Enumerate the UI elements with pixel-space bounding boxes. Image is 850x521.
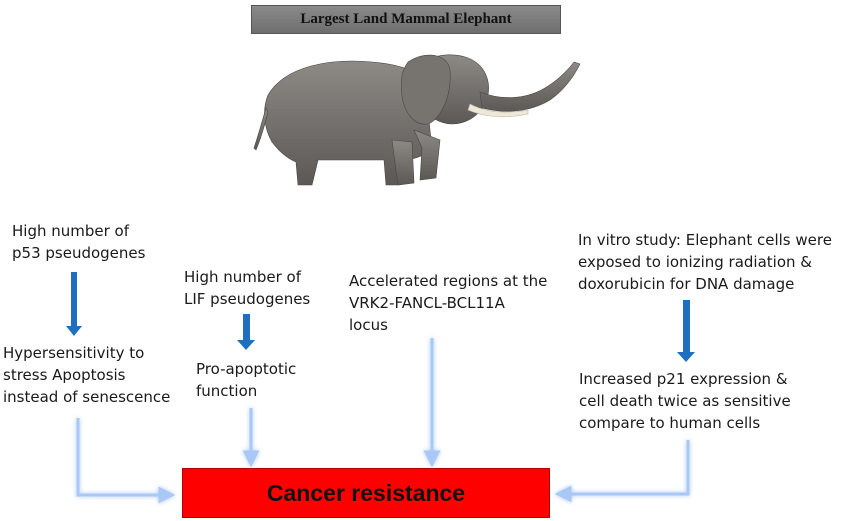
dark-arrows [66,272,695,362]
arrow-p53-to-result [76,418,160,497]
arrowhead-p21 [554,485,572,503]
p53-pseudogenes-label: High number of p53 pseudogenes [12,222,146,262]
arrowhead-vrk2 [423,450,441,468]
cancer-resistance-label: Cancer resistance [266,479,466,506]
p21-expression-label: Increased p21 expression & cell death tw… [579,370,791,432]
arrowhead-p53 [158,486,176,504]
glow-arrows [76,338,690,504]
elephant-figure [253,54,581,186]
arrow-invitro-down [677,300,695,362]
arrow-p53-down [66,272,82,336]
pro-apoptotic-label: Pro-apoptotic function [196,360,297,400]
arrowhead-lif [242,450,260,468]
arrow-lif-down [237,314,255,350]
cancer-resistance-box: Cancer resistance [182,468,550,518]
hypersensitivity-label: Hypersensitivity to stress Apoptosis ins… [3,344,171,406]
diagram-title: Largest Land Mammal Elephant [251,5,561,34]
in-vitro-study-label: In vitro study: Elephant cells were expo… [578,231,832,293]
vrk2-locus-label: Accelerated regions at the VRK2-FANCL-BC… [349,272,548,334]
lif-pseudogenes-label: High number of LIF pseudogenes [184,268,311,308]
arrow-p21-to-result [570,440,690,496]
